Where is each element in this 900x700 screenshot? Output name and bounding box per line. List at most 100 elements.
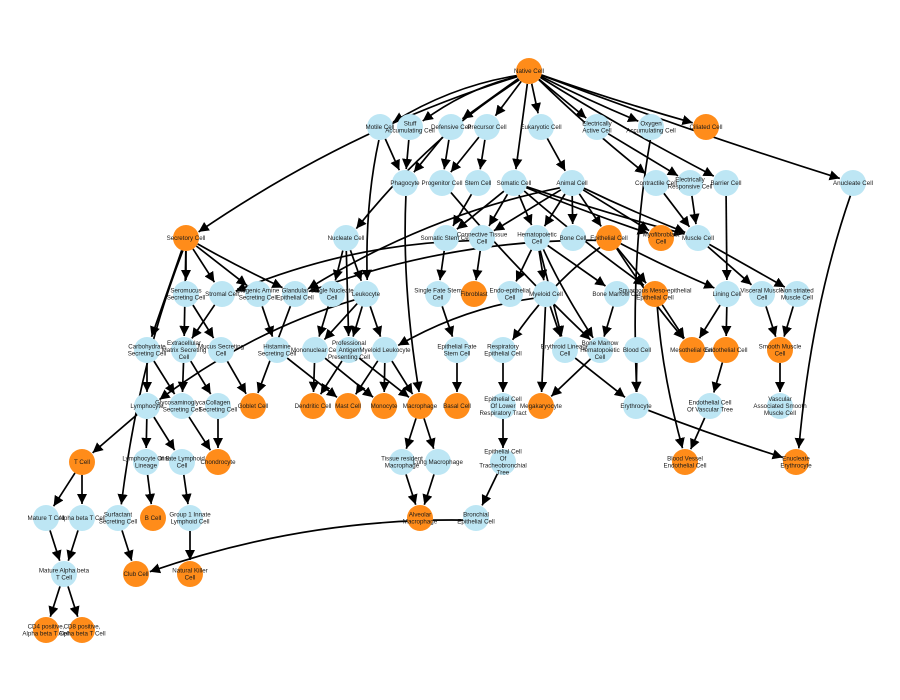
node-myeloidleuk[interactable]: Myeloid Leukocyte: [359, 337, 411, 363]
node-epithelial[interactable]: Epithelial Cell: [590, 225, 628, 251]
node-club[interactable]: Club Cell: [123, 561, 149, 587]
node-eukaryotic[interactable]: Eukaryotic Cell: [520, 114, 562, 140]
node-lungmac[interactable]: Lung Macrophage: [413, 449, 463, 475]
node-lymphocyte[interactable]: Lymphocyte: [130, 393, 164, 419]
node-label: Bone Marrow Cell: [592, 291, 641, 298]
node-leukocyte[interactable]: Leukocyte: [352, 281, 381, 307]
edge-animal-epithelial: [578, 193, 602, 227]
node-erythrocyte[interactable]: Erythrocyte: [620, 393, 652, 419]
node-mesothelial[interactable]: Mesothelial Cell: [670, 337, 714, 363]
node-nucleate[interactable]: Nucleate Cell: [328, 225, 365, 251]
node-dendritic[interactable]: Dendritic Cell: [295, 393, 332, 419]
node-circle: [714, 281, 740, 307]
node-motile[interactable]: Motile Cell: [366, 114, 395, 140]
node-native[interactable]: Native Cell: [514, 58, 544, 84]
node-macrophage[interactable]: Macrophage: [403, 393, 438, 419]
node-maturet[interactable]: Mature T Cell: [28, 505, 65, 531]
node-animal[interactable]: Animal Cell: [556, 170, 588, 196]
node-chondrocyte[interactable]: Chondrocyte: [200, 449, 236, 475]
node-barrier[interactable]: Barrier Cell: [711, 170, 742, 196]
node-stromal[interactable]: Stromal Cell: [205, 281, 239, 307]
node-label: Of: [500, 456, 507, 463]
node-secretory[interactable]: Secretory Cell: [167, 225, 206, 251]
node-somaticstem[interactable]: Somatic Stem Cell: [421, 225, 472, 251]
node-phagocyte[interactable]: Phagocyte: [390, 170, 420, 196]
node-bonemarrow[interactable]: Bone Marrow Cell: [592, 281, 642, 307]
node-mononuclear[interactable]: Mononuclear Cell: [291, 337, 339, 363]
node-myeloid[interactable]: Myeloid Cell: [529, 281, 563, 307]
node-somatic[interactable]: Somatic Cell: [497, 170, 532, 196]
node-progenitor[interactable]: Progenitor Cell: [422, 170, 463, 196]
node-blood[interactable]: Blood Cell: [623, 337, 651, 363]
node-anucleate[interactable]: Anucleate Cell: [833, 170, 873, 196]
node-bcell[interactable]: B Cell: [140, 505, 166, 531]
node-contractile[interactable]: Contractile Cell: [635, 170, 677, 196]
node-stem[interactable]: Stem Cell: [465, 170, 492, 196]
node-basal[interactable]: Basal Cell: [443, 393, 471, 419]
node-endothelial[interactable]: Endothelial Cell: [705, 337, 748, 363]
node-label: Muscle Cell: [764, 410, 796, 417]
node-mast[interactable]: Mast Cell: [335, 393, 361, 419]
node-bone[interactable]: Bone Cell: [560, 225, 587, 251]
node-monocyte[interactable]: Monocyte: [371, 393, 398, 419]
node-goblet[interactable]: Goblet Cell: [238, 393, 269, 419]
node-megakaryocyte[interactable]: Megakaryocyte: [520, 393, 563, 419]
node-ciliated[interactable]: Ciliated Cell: [689, 114, 723, 140]
node-tcell[interactable]: T Cell: [69, 449, 95, 475]
node-precursor[interactable]: Precursor Cell: [467, 114, 507, 140]
node-cd8[interactable]: CD8 positive,Alpha beta T Cell: [58, 617, 106, 643]
node-circle: [490, 337, 516, 363]
node-defensive[interactable]: Defensive Cell: [431, 114, 471, 140]
node-lining[interactable]: Lining Cell: [713, 281, 742, 307]
node-cd4[interactable]: CD4 positive,Alpha beta T Cell: [22, 617, 70, 643]
node-fibroblast[interactable]: Fibroblast: [460, 281, 488, 307]
node-muscle[interactable]: Muscle Cell: [682, 225, 714, 251]
node-alphabetat[interactable]: Alpha beta T Cell: [58, 505, 106, 531]
node-label: Cell: [656, 239, 667, 246]
node-label: Bone Marrow: [582, 340, 619, 347]
